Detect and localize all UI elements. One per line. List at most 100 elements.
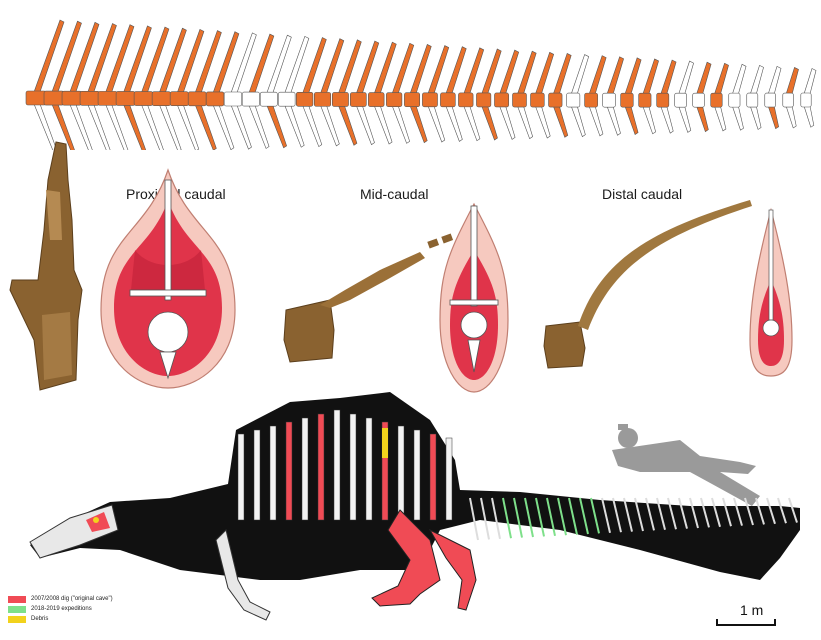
tail-vertebra <box>277 35 310 148</box>
tail-vertebra <box>548 53 572 138</box>
tail-rib <box>700 497 710 528</box>
tail-vertebra <box>656 59 677 134</box>
tail-vertebra <box>169 28 205 150</box>
tail-rib <box>755 497 765 525</box>
tail-vertebra <box>494 49 520 140</box>
scale-bar-line <box>716 624 776 626</box>
tail-rib <box>535 497 545 537</box>
legend-swatch <box>8 605 26 613</box>
tail-vertebra <box>710 62 729 132</box>
tail-vertebra <box>476 48 502 141</box>
tail-vertebra <box>151 27 187 150</box>
tail-rib <box>513 497 523 538</box>
tail-vertebra <box>764 65 782 130</box>
tail-vertebra <box>728 63 747 131</box>
sail-spine <box>445 437 453 521</box>
scale-bar-tick-right <box>774 619 776 626</box>
tail-vertebra <box>440 46 467 142</box>
proximal-fossil-vertebra <box>9 141 83 391</box>
tail-rib <box>645 497 655 531</box>
diver-silhouette <box>612 424 760 506</box>
scale-bar: 1 m <box>716 602 776 632</box>
tail-vertebra <box>241 33 275 149</box>
sail-spine <box>333 409 341 521</box>
tail-rib <box>524 497 534 538</box>
tail-rib <box>788 497 798 523</box>
tail-vertebra <box>692 61 712 133</box>
tail-vertebra <box>133 26 170 150</box>
legend-label: 2007/2008 dig ("original cave") <box>31 595 113 602</box>
tail-vertebra <box>350 40 380 146</box>
tail-vertebra <box>187 30 222 150</box>
tail-rib <box>546 497 556 537</box>
tail-rib <box>667 497 677 530</box>
sail-spine <box>381 421 389 521</box>
tail-rib <box>491 497 501 539</box>
tail-vertebra <box>386 42 415 144</box>
label-mid-caudal: Mid-caudal <box>360 186 429 202</box>
label-distal-caudal: Distal caudal <box>602 186 683 202</box>
tail-rib <box>733 497 743 526</box>
tail-vertebra <box>205 31 240 150</box>
caudal-comparison-panel <box>9 141 793 393</box>
tail-vertebra <box>259 34 292 149</box>
tail-rib <box>711 497 721 528</box>
scale-bar-tick-left <box>716 619 718 626</box>
tail-rib <box>612 497 622 533</box>
sail-spine <box>301 417 309 521</box>
sail-spine <box>349 413 357 521</box>
tail-rib <box>744 497 754 526</box>
tail-vertebra <box>512 50 537 140</box>
tail-vertebra <box>566 54 590 138</box>
tail-rib <box>722 497 732 527</box>
distal-cross-section <box>749 207 793 377</box>
tail-vertebra <box>422 45 450 143</box>
legend-label: Debris <box>31 615 49 622</box>
sail-spine <box>237 433 245 521</box>
legend-label: 2018-2019 expeditions <box>31 605 92 612</box>
tail-vertebra <box>638 58 659 135</box>
tail-rib <box>601 497 611 534</box>
legend-item: 2018-2019 expeditions <box>8 604 113 614</box>
tail-vertebra <box>746 64 764 130</box>
sail-spine <box>253 429 261 521</box>
tail-vertebra <box>332 39 362 146</box>
skull <box>29 504 119 559</box>
legend: 2007/2008 dig ("original cave") 2018-2019… <box>8 594 113 624</box>
tail-vertebra <box>313 38 345 147</box>
scale-bar-label: 1 m <box>740 602 764 618</box>
tail-rib <box>634 497 644 532</box>
tail-rib <box>568 497 578 535</box>
tail-vertebra <box>404 44 432 144</box>
sail-spine <box>285 421 293 521</box>
tail-rib <box>469 497 479 541</box>
tail-rib <box>480 497 490 540</box>
mid-fossil-vertebra <box>283 233 454 363</box>
tail-vertebra <box>620 57 642 135</box>
legend-swatch <box>8 615 26 623</box>
sail-spine <box>269 425 277 521</box>
tail-vertebra <box>115 25 152 150</box>
distal-fossil-vertebra <box>543 200 752 369</box>
tail-vertebrae-series <box>25 19 817 150</box>
tail-vertebra <box>61 21 100 150</box>
sail-spine <box>413 429 421 521</box>
tail-rib <box>656 497 666 531</box>
tail-vertebra <box>530 51 555 139</box>
tail-vertebra <box>602 56 624 136</box>
tail-rib <box>579 497 589 535</box>
tail-rib <box>623 497 633 532</box>
sail-spine <box>317 413 325 521</box>
hind-limb <box>371 509 477 611</box>
tail-vertebra <box>295 37 327 148</box>
skeletal-reconstruction <box>29 392 800 621</box>
tail-vertebra <box>458 47 485 142</box>
forelimb <box>215 529 271 621</box>
tail-vertebra <box>25 19 65 150</box>
tail-vertebra <box>223 32 257 150</box>
tail-rib <box>777 497 787 524</box>
tail-vertebra <box>782 67 799 129</box>
mid-cross-section <box>439 202 509 393</box>
tail-vertebra <box>368 41 397 145</box>
tail-rib <box>590 497 600 534</box>
